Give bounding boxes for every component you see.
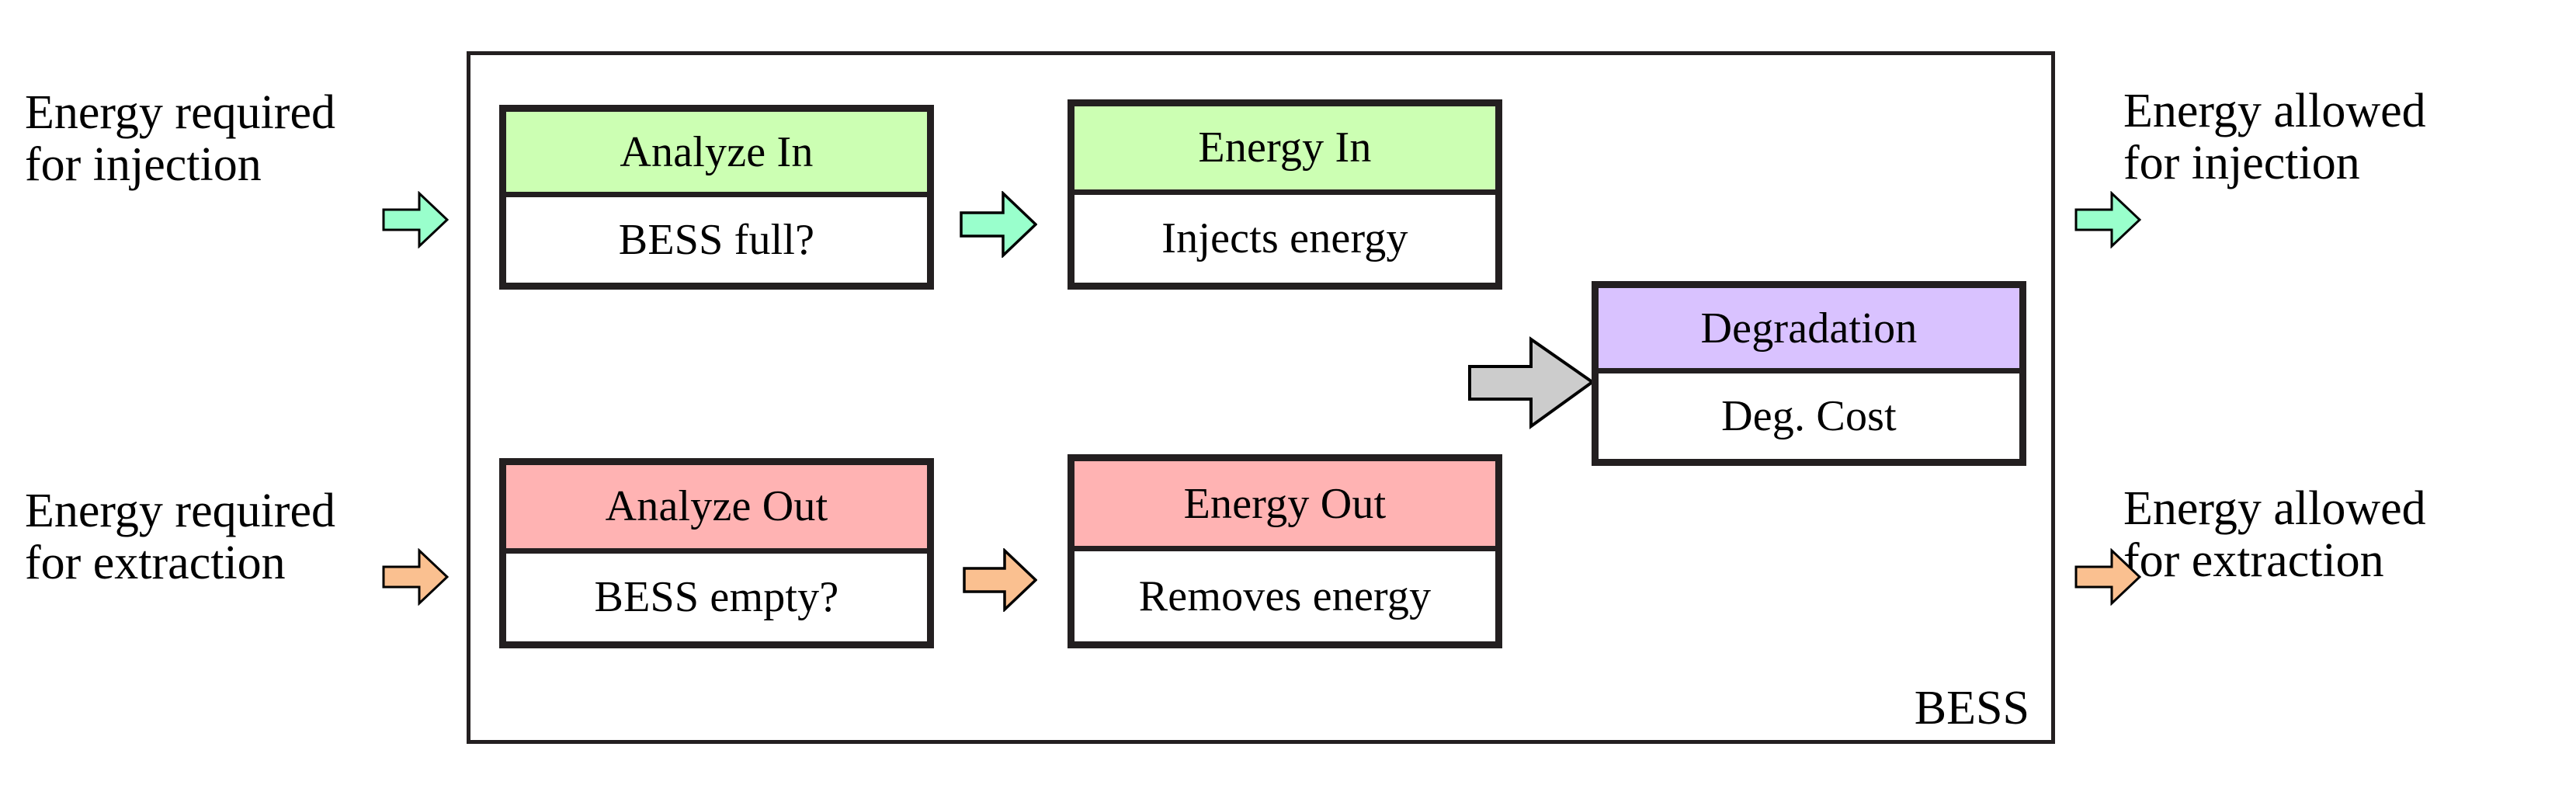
caption-energy-required-for-injection: Energy required for injection bbox=[25, 87, 335, 191]
node-analyze-in-header: Analyze In bbox=[506, 112, 927, 197]
bess-container-label: BESS bbox=[1914, 682, 2029, 735]
node-energy-out-body: Removes energy bbox=[1074, 551, 1495, 641]
caption-energy-allowed-for-extraction: Energy allowed for extraction bbox=[2123, 483, 2426, 587]
node-degradation[interactable]: Degradation Deg. Cost bbox=[1592, 281, 2026, 466]
caption-line-1: Energy required bbox=[25, 86, 335, 139]
caption-line-1: Energy allowed bbox=[2123, 482, 2426, 535]
node-analyze-out-body: BESS empty? bbox=[506, 553, 927, 641]
arrow-analyze-out-to-energy-out-icon bbox=[963, 548, 1037, 612]
node-analyze-in-body: BESS full? bbox=[506, 197, 927, 283]
node-analyze-in[interactable]: Analyze In BESS full? bbox=[499, 105, 934, 290]
caption-energy-allowed-for-injection: Energy allowed for injection bbox=[2123, 85, 2426, 189]
node-energy-out[interactable]: Energy Out Removes energy bbox=[1068, 454, 1502, 648]
node-energy-in-body: Injects energy bbox=[1074, 194, 1495, 283]
node-energy-out-header: Energy Out bbox=[1074, 461, 1495, 551]
caption-line-2: for injection bbox=[25, 137, 262, 191]
caption-energy-required-for-extraction: Energy required for extraction bbox=[25, 485, 335, 589]
node-analyze-out-header: Analyze Out bbox=[506, 465, 927, 554]
node-energy-in-header: Energy In bbox=[1074, 106, 1495, 195]
caption-line-1: Energy required bbox=[25, 485, 335, 537]
arrow-input-injection-icon bbox=[382, 191, 449, 248]
arrow-output-extraction-icon bbox=[2074, 548, 2141, 606]
caption-line-2: for injection bbox=[2123, 136, 2360, 189]
caption-line-1: Energy allowed bbox=[2123, 85, 2426, 137]
arrow-analyze-in-to-energy-in-icon bbox=[960, 191, 1037, 258]
node-energy-in[interactable]: Energy In Injects energy bbox=[1068, 99, 1502, 290]
caption-line-2: for extraction bbox=[2123, 533, 2384, 587]
arrow-energy-to-degradation-icon bbox=[1467, 335, 1595, 430]
arrow-input-extraction-icon bbox=[382, 548, 449, 606]
node-analyze-out[interactable]: Analyze Out BESS empty? bbox=[499, 458, 934, 648]
node-degradation-body: Deg. Cost bbox=[1599, 373, 2019, 459]
caption-line-2: for extraction bbox=[25, 536, 286, 589]
arrow-output-injection-icon bbox=[2074, 191, 2141, 248]
node-degradation-header: Degradation bbox=[1599, 288, 2019, 373]
